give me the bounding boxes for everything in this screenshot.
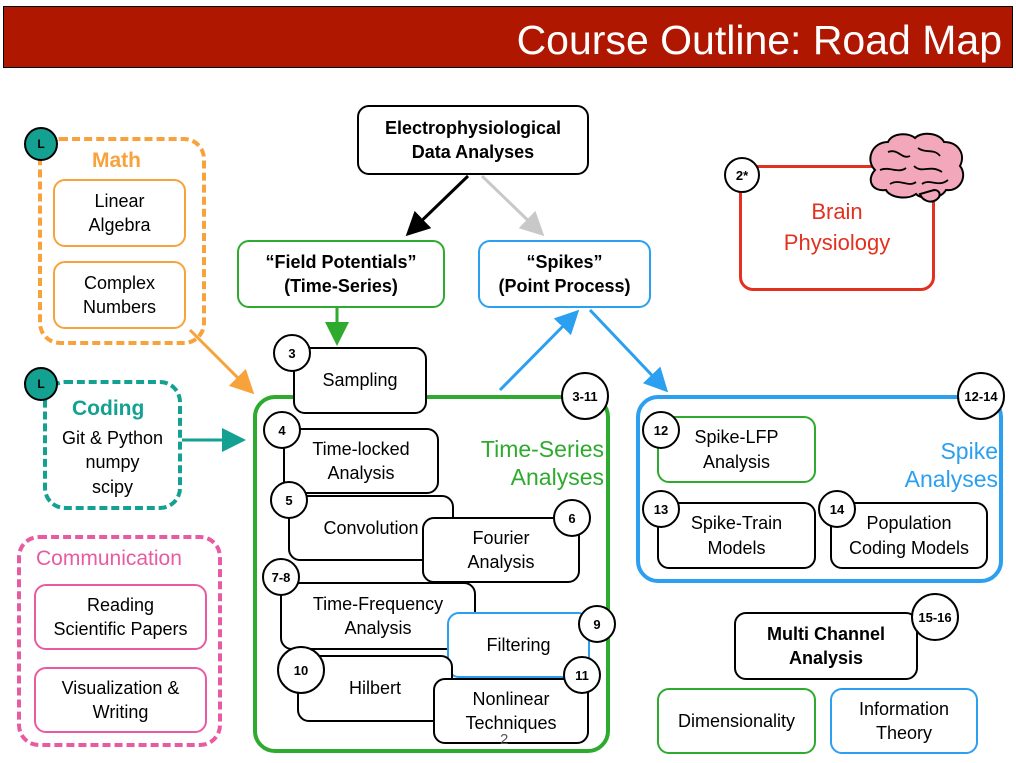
- arrow-math-to-timeseries: [188, 328, 255, 395]
- communication-item-reading: Reading Scientific Papers: [34, 584, 207, 650]
- multi-channel-box: Multi Channel Analysis: [734, 612, 918, 680]
- math-item-linear-algebra: Linear Algebra: [53, 179, 186, 247]
- coding-items: Git & Python numpy scipy: [61, 428, 164, 497]
- dimensionality-box: Dimensionality: [657, 688, 816, 754]
- brain-physiology-label: Brain Physiology: [783, 199, 891, 255]
- nonlinear-box: Nonlinear Techniques: [433, 678, 589, 744]
- multi-channel-badge: 15-16: [911, 593, 959, 641]
- brain-badge: 2*: [724, 157, 760, 193]
- spike-analyses-label: Spike Analyses: [904, 438, 998, 492]
- timeseries-badge: 3-11: [561, 372, 609, 420]
- spike-train-box: Spike-Train Models: [657, 502, 816, 569]
- arrow-spikes-to-spike-analyses: [588, 308, 669, 393]
- spike-lfp-badge: 12: [642, 411, 680, 449]
- time-locked-box: Time-locked Analysis: [283, 428, 439, 494]
- math-level-badge: L: [24, 127, 58, 161]
- math-label: Math: [92, 149, 141, 172]
- spike-lfp-box: Spike-LFP Analysis: [657, 416, 816, 483]
- population-coding-badge: 14: [818, 490, 856, 528]
- page-number: 2: [500, 731, 509, 748]
- field-potentials-node: “Field Potentials” (Time-Series): [237, 240, 445, 308]
- electrophysiology-node: Electrophysiological Data Analyses: [357, 105, 589, 175]
- title-banner: Course Outline: Road Map: [3, 6, 1013, 68]
- arrow-timeseries-to-spikes: [498, 309, 580, 392]
- coding-group: [43, 380, 182, 510]
- sampling-box: Sampling: [293, 347, 427, 414]
- timeseries-group: [253, 395, 610, 753]
- brain-icon: [869, 132, 965, 203]
- hilbert-badge: 10: [277, 646, 325, 694]
- coding-label: Coding: [72, 397, 145, 420]
- spike-train-badge: 13: [642, 490, 680, 528]
- time-locked-badge: 4: [263, 411, 301, 449]
- communication-label: Communication: [36, 547, 182, 570]
- sampling-badge: 3: [273, 334, 311, 372]
- arrow-top-to-spikes: [480, 174, 545, 237]
- spikes-node: “Spikes” (Point Process): [478, 240, 651, 308]
- communication-group: [17, 535, 222, 747]
- arrow-top-to-field: [405, 174, 470, 237]
- information-theory-box: Information Theory: [830, 688, 978, 754]
- math-group: [38, 137, 206, 345]
- time-frequency-badge: 7-8: [262, 558, 300, 596]
- spike-analyses-badge: 12-14: [957, 372, 1005, 420]
- timeseries-label: Time-Series Analyses: [480, 436, 604, 490]
- fourier-box: Fourier Analysis: [422, 517, 580, 583]
- population-coding-box: Population Coding Models: [830, 502, 988, 569]
- math-item-complex-numbers: Complex Numbers: [53, 261, 186, 329]
- spike-analyses-group: [636, 395, 1003, 583]
- nonlinear-badge: 11: [563, 656, 601, 694]
- fourier-badge: 6: [553, 499, 591, 537]
- convolution-badge: 5: [270, 481, 308, 519]
- time-frequency-box: Time-Frequency Analysis: [280, 582, 476, 650]
- filtering-badge: 9: [578, 605, 616, 643]
- coding-level-badge: L: [24, 367, 58, 401]
- page-title: Course Outline: Road Map: [516, 17, 1002, 63]
- communication-item-visualization: Visualization & Writing: [34, 667, 207, 733]
